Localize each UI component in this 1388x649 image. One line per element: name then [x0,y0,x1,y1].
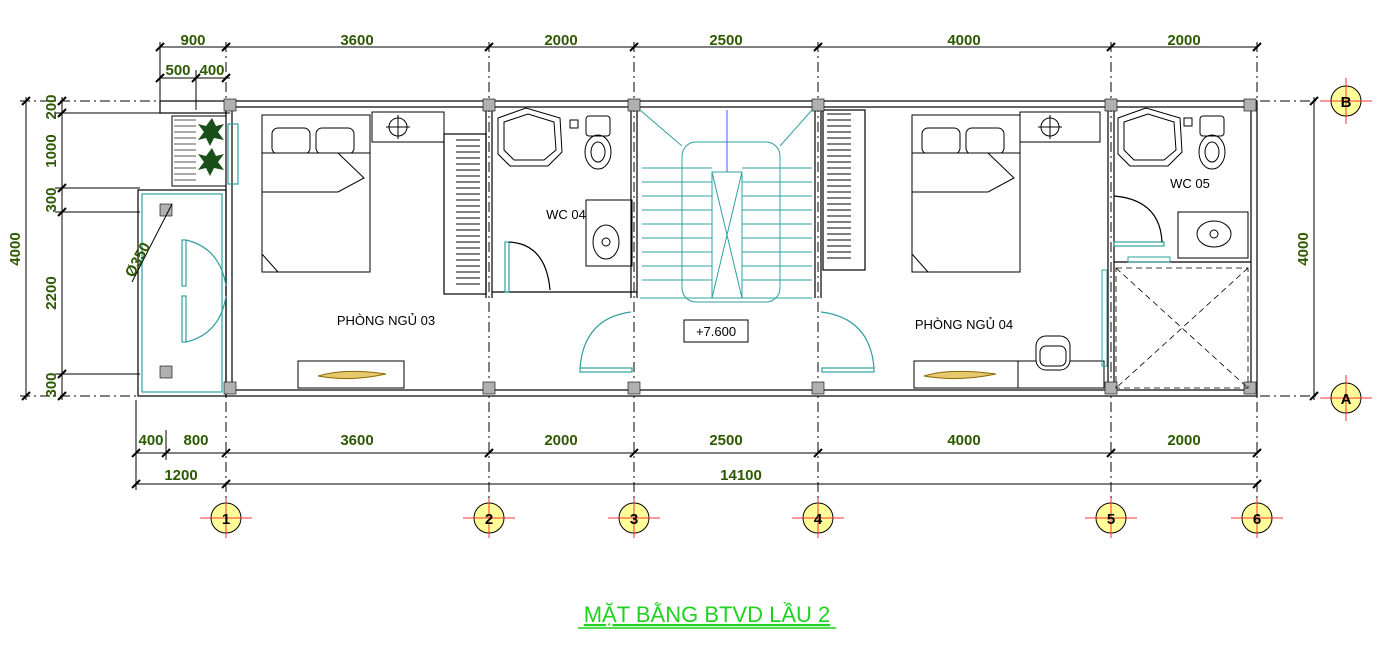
dim-top-2000b: 2000 [1167,32,1200,49]
dim-top-2000a: 2000 [544,32,577,49]
columns [159,98,1257,395]
room-label-bedroom-3: PHÒNG NGỦ 03 [337,313,435,328]
axis-bubble-4: 4 [792,498,844,538]
dim-bot-2000a: 2000 [544,432,577,449]
void-area [1115,267,1249,389]
dim-bot-400: 400 [138,432,163,449]
dim-bot-2500: 2500 [709,432,742,449]
room-label-wc-5: WC 05 [1170,176,1210,191]
axis-label-A: A [1341,391,1352,408]
axis-label-5: 5 [1107,511,1115,528]
axis-label-6: 6 [1253,511,1261,528]
dim-left-2200: 2200 [43,276,60,309]
dim-bot-4000: 4000 [947,432,980,449]
axis-bubble-5: 5 [1085,498,1137,538]
room-label-bedroom-4: PHÒNG NGỦ 04 [915,317,1013,332]
dim-top-2500: 2500 [709,32,742,49]
void-glass-left [1101,269,1108,367]
dim-top-3600: 3600 [340,32,373,49]
dim-bot-800: 800 [183,432,208,449]
axis-bubbles-x: 1 2 3 4 5 6 [200,498,1283,538]
pipe-diameter: Ø350 [122,240,154,280]
dim-top-900: 900 [180,32,205,49]
drawing-title: MẶT BẰNG BTVD LẦU 2 [584,602,831,627]
dim-left-1000: 1000 [43,134,60,167]
axis-bubble-2: 2 [463,498,515,538]
doors [181,123,875,373]
dim-bot-1200: 1200 [164,467,197,484]
dim-bot-2000b: 2000 [1167,432,1200,449]
elevation-value: +7.600 [696,324,736,339]
wc04-door [504,241,551,293]
dim-bot-14100: 14100 [720,467,762,484]
dim-left-300b: 300 [43,372,60,397]
dims-top-2: 500 400 [165,62,224,79]
axis-label-4: 4 [814,511,823,528]
dim-left-4000: 4000 [7,232,24,265]
dims-bottom-2: 1200 14100 [164,467,762,484]
walls [137,100,1258,397]
dimension-lines [21,42,1319,490]
desk-04 [913,335,1105,389]
bed-04 [911,114,1021,273]
nightstand-03 [371,111,445,143]
axis-bubble-B: B [1320,78,1372,124]
wc04-fixtures [497,107,633,267]
dims-bottom-1: 400 800 3600 2000 2500 4000 2000 [138,432,1200,449]
axis-label-1: 1 [222,511,230,528]
bed-03 [261,114,371,273]
dim-bot-3600: 3600 [340,432,373,449]
axis-bubble-A: A [1320,375,1372,421]
planter [171,115,227,187]
grid-lines [20,42,1320,540]
axis-label-B: B [1341,94,1352,111]
axis-bubble-6: 6 [1231,498,1283,538]
dim-left-300a: 300 [43,187,60,212]
dim-top-500: 500 [165,62,190,79]
wardrobe-hangers [456,113,851,285]
staircase [639,109,813,303]
axis-bubble-3: 3 [608,498,660,538]
axis-label-3: 3 [630,511,638,528]
axis-label-2: 2 [485,511,493,528]
nightstand-04 [1019,111,1101,143]
desk-03 [297,360,405,389]
axis-bubbles-y: B A [1320,78,1372,421]
dim-top-400: 400 [199,62,224,79]
dims-top-1: 900 3600 2000 2500 4000 2000 [180,32,1200,49]
wc05-fixtures [1117,107,1249,259]
elevation-tag: +7.600 [683,319,749,343]
room-label-wc-4: WC 04 [546,207,586,222]
wc05-door [1113,195,1165,247]
axis-bubble-1: 1 [200,498,252,538]
dim-right-4000: 4000 [1295,232,1312,265]
void-glass-top [1127,256,1171,263]
dims-left: 200 1000 300 2200 300 4000 [7,94,60,397]
dim-top-4000: 4000 [947,32,980,49]
dim-left-200: 200 [43,94,60,119]
